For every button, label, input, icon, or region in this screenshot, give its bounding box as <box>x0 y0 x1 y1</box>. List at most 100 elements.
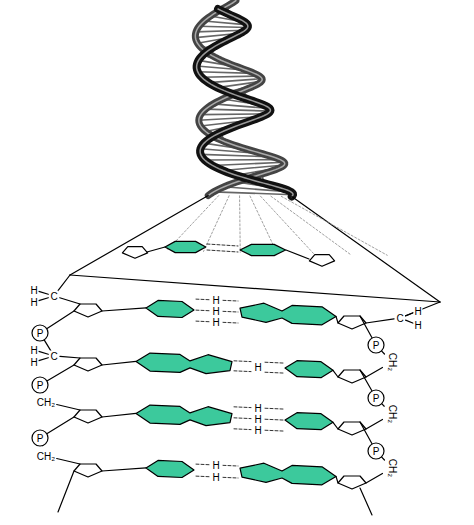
backbone-bond <box>39 298 48 301</box>
methylene-label: CH₂ <box>36 451 56 462</box>
hydrogen-bond-atom: H <box>211 317 220 328</box>
hydrogen-bond-atom: H <box>211 306 220 317</box>
carbon-atom: C <box>395 313 404 324</box>
hydrogen-atom: H <box>29 357 38 368</box>
deoxyribose-sugar <box>122 247 147 259</box>
backbone-bond <box>381 351 384 354</box>
glycosidic-bond <box>102 361 136 365</box>
helix-rung <box>214 192 293 195</box>
deoxyribose-sugar <box>74 410 102 423</box>
phosphate-label: P <box>36 433 45 444</box>
deoxyribose-sugar <box>74 358 102 371</box>
fan-edge <box>292 196 440 302</box>
glycosidic-bond <box>333 370 338 377</box>
fan-hatch <box>281 196 387 255</box>
phosphate-circle <box>368 443 384 459</box>
phosphate-label: P <box>36 328 45 339</box>
base-pair-ladder <box>74 299 366 489</box>
hydrogen-bond-atom: H <box>211 460 220 471</box>
backbone-bond <box>406 302 440 316</box>
helix-strand-shade <box>197 9 293 196</box>
hydrogen-bond-atom: H <box>253 403 262 414</box>
phosphate-label: P <box>36 380 45 391</box>
backbone-bond <box>366 419 382 429</box>
hydrogen-atom: H <box>413 320 422 331</box>
backbone-bond <box>39 291 48 294</box>
fan-edge <box>70 195 208 275</box>
pyrimidine-base <box>146 460 194 477</box>
hydrogen-bond <box>234 406 251 408</box>
hydrogen-bond <box>196 310 209 312</box>
hydrogen-bond-atom: H <box>211 472 220 483</box>
backbone-bond <box>381 457 384 460</box>
backbone-bond <box>57 459 80 464</box>
deoxyribose-sugar <box>338 422 366 435</box>
phosphate-circle <box>368 390 384 406</box>
hydrogen-bond <box>223 311 238 313</box>
hydrogen-bond-atom: H <box>253 414 262 425</box>
backbone-bond <box>366 319 394 323</box>
hydrogen-bond <box>223 300 238 302</box>
hydrogen-atom: H <box>29 345 38 356</box>
hydrogen-bond <box>265 419 283 421</box>
sugar-phosphate-backbone <box>39 275 440 515</box>
nitrogen-base <box>165 241 206 252</box>
fan-hatch <box>204 196 230 252</box>
backbone-bond <box>47 311 74 329</box>
glycosidic-bond <box>102 308 146 311</box>
hydrogen-bond <box>265 408 283 410</box>
backbone-bond <box>57 405 80 410</box>
hydrogen-bond <box>223 477 238 479</box>
backbone-bond <box>360 488 372 515</box>
double-helix <box>195 1 293 197</box>
ladder-top-edge <box>70 275 440 302</box>
helix-rung <box>202 76 260 77</box>
backbone-bond <box>360 316 372 338</box>
deoxyribose-sugar <box>74 304 102 317</box>
backbone-bond <box>366 367 382 377</box>
phosphate-circle <box>368 337 384 353</box>
backbone-bond <box>360 422 372 444</box>
hydrogen-atom: H <box>29 285 38 296</box>
backbone-bond <box>58 471 74 512</box>
glycosidic-bond <box>102 468 146 471</box>
phosphate-circles <box>32 325 384 459</box>
pyrimidine-base <box>146 300 194 317</box>
hydrogen-bond <box>234 417 251 419</box>
hydrogen-bond-atom: H <box>253 425 262 436</box>
glycosidic-bond <box>147 247 165 252</box>
deoxyribose-sugar <box>309 255 334 267</box>
glycosidic-bond <box>333 422 338 429</box>
fan-hatch <box>239 196 241 252</box>
hydrogen-bond <box>196 476 209 478</box>
glycosidic-bond <box>336 316 338 323</box>
hydrogen-bond <box>265 362 283 364</box>
helix-strand <box>197 9 293 196</box>
backbone-bond <box>360 370 372 391</box>
glycosidic-bond <box>336 476 338 483</box>
backbone-bond <box>44 340 51 351</box>
backbone-bond <box>406 320 414 323</box>
methylene-label: CH₂ <box>387 404 398 424</box>
phosphate-label: P <box>372 393 381 404</box>
fan-hatch <box>271 196 351 254</box>
carbon-atom: C <box>49 291 58 302</box>
hydrogen-bond <box>234 428 251 430</box>
perspective-fan <box>70 195 440 302</box>
hydrogen-bond-atom: H <box>211 295 220 306</box>
hydrogen-atom: H <box>29 297 38 308</box>
backbone-bond <box>47 365 74 381</box>
purine-base <box>240 303 336 325</box>
backbone-bond <box>60 298 80 304</box>
deoxyribose-sugar <box>74 464 102 477</box>
helix-rung <box>206 109 271 111</box>
hydrogen-bond <box>196 299 209 301</box>
nitrogen-base <box>240 244 286 255</box>
deoxyribose-sugar <box>338 476 366 489</box>
phosphate-circle <box>32 325 48 341</box>
glycosidic-bond <box>102 413 136 417</box>
methylene-label: CH₂ <box>387 352 398 372</box>
hydrogen-bond <box>234 370 251 372</box>
methylene-label: CH₂ <box>36 397 56 408</box>
